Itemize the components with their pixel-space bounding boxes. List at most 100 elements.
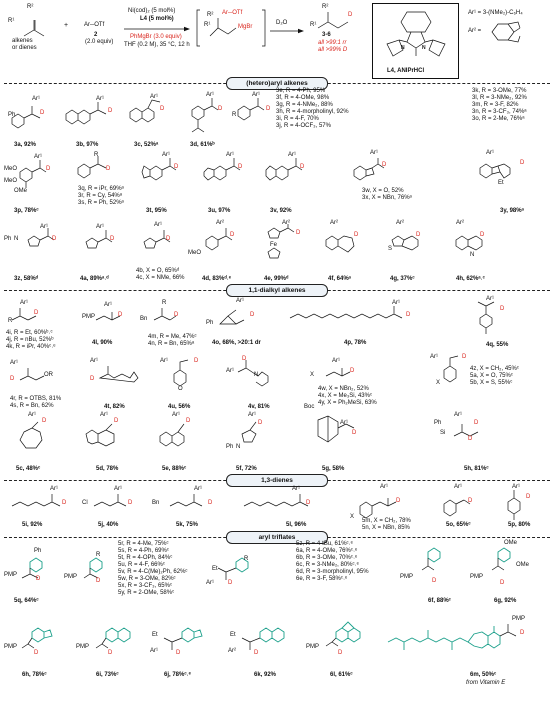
- structure-6g: [491, 547, 511, 571]
- d-4z: D: [462, 354, 467, 360]
- list-4r-4s: 4r, R = OTBS, 81% 4s, R = Bn, 62%: [10, 396, 61, 410]
- ph-5f: Ph: [226, 444, 234, 450]
- reagent-label-2: or dienes: [12, 45, 37, 51]
- section-title-dienes: 1,3-dienes: [226, 474, 328, 487]
- list-item: 6e, R = 3-F, 58%ᶜ˒ᵉ: [296, 576, 348, 582]
- d-3y: D: [520, 160, 525, 166]
- caption-5d: 5d, 78%: [96, 466, 119, 472]
- d-4a: D: [110, 236, 115, 242]
- ar2-4f: Ar²: [330, 220, 338, 226]
- caption-4u: 4u, 56%: [168, 404, 191, 410]
- ph-5h: Ph: [434, 420, 442, 426]
- ar1-3p: Ar¹: [34, 154, 42, 160]
- r-5z: R: [244, 556, 249, 562]
- ar1-definition: Ar¹ = 3-(NMe₂)-C₆H₄: [468, 10, 523, 16]
- d-4q: D: [500, 306, 505, 312]
- list-item: 6b, R = 3-OMe, 70%ᶜ˒ᵉ: [296, 555, 358, 561]
- d-4l: D: [118, 312, 123, 318]
- aryl-triflate: Ar─OTf: [84, 22, 105, 28]
- d-6k: D: [254, 650, 259, 656]
- list-item: 4z, X = CH₂, 45%ᶜ: [470, 366, 519, 372]
- caption-3p: 3p, 78%ᶜ: [14, 208, 39, 214]
- o-4u: O: [178, 386, 183, 392]
- list-item: 4b, X = O, 65%ᵈ: [136, 268, 180, 274]
- d-5g: D: [352, 430, 357, 436]
- list-3k-3o: 3k, R = 3-OMe, 77% 3l, R = 3-NMe₂, 92% 3…: [472, 88, 527, 123]
- ar1-5o: Ar¹: [454, 484, 462, 490]
- structure-4o: [219, 309, 245, 325]
- section-title-dialkyl-alkenes: 1,1-dialkyl alkenes: [226, 284, 328, 297]
- et-3y: Et: [498, 180, 504, 186]
- d-6l: D: [338, 650, 343, 656]
- d-5l: D: [306, 500, 311, 506]
- ar1-5m: Ar¹: [380, 484, 388, 490]
- ar1-3a: Ar¹: [32, 96, 40, 102]
- bn-4m: Bn: [140, 316, 148, 322]
- plus-sign: +: [64, 22, 69, 29]
- d-4m: D: [174, 312, 179, 318]
- et-5z: Et: [212, 566, 218, 572]
- structure-4t: [98, 366, 139, 383]
- structure-4l: [95, 312, 121, 321]
- ar1-5p: Ar¹: [512, 484, 520, 490]
- structure-5q: [21, 557, 43, 579]
- ar1-5f: Ar¹: [248, 412, 256, 418]
- list-item: 5y, R = 2-OMe, 58%ᶜ: [118, 590, 175, 596]
- d-3e: D: [266, 106, 271, 112]
- list-4b-4c: 4b, X = O, 65%ᵈ 4c, X = NMe, 66%: [136, 268, 185, 282]
- caption-4t: 4t, 82%: [104, 404, 125, 410]
- int-r1: R¹: [204, 22, 211, 28]
- x-5m: X: [350, 514, 355, 520]
- d-5o: D: [468, 498, 473, 504]
- ar2-6k: Ar²: [228, 648, 236, 654]
- n-4v: N: [254, 372, 259, 378]
- ar1-4z: Ar¹: [430, 354, 438, 360]
- structure-5k: [169, 494, 203, 507]
- list-item: 3i, R = 4-F, 70%: [276, 116, 319, 122]
- d-6j: D: [176, 650, 181, 656]
- pmp-6f: PMP: [400, 574, 414, 580]
- caption-4d: 4d, 83%ᵈ˒ᵉ: [202, 276, 231, 282]
- caption-5g: 5g, 58%: [322, 466, 345, 472]
- bn-5k: Bn: [152, 500, 160, 506]
- cond-2: L4 (5 mol%): [140, 16, 174, 22]
- d-3t: D: [174, 164, 179, 170]
- structure-3c: [129, 99, 161, 123]
- pmp-6i: PMP: [76, 644, 90, 650]
- d-5f: D: [258, 420, 263, 426]
- d-4w: D: [350, 368, 355, 374]
- section-title-aryl-alkenes: (hetero)aryl alkenes: [226, 77, 328, 90]
- ligand-name: L4, ANIPrHCl: [387, 68, 425, 74]
- ar1-5h: Ar¹: [454, 412, 462, 418]
- ar1-4a: Ar¹: [96, 224, 104, 230]
- structure-6i: [95, 627, 131, 649]
- ar1-4t: Ar¹: [90, 358, 98, 364]
- ar1-3v: Ar¹: [288, 152, 296, 158]
- pmp-6l: PMP: [306, 644, 320, 650]
- structure-4u: [173, 359, 189, 387]
- d-6i: D: [108, 650, 113, 656]
- ar1-4p: Ar¹: [392, 300, 400, 306]
- list-item: 6c, R = 3-NMe₂, 80%ᶜ˒ᵉ: [296, 562, 359, 568]
- caption-5f: 5f, 72%: [236, 466, 257, 472]
- ar1-5e: Ar¹: [172, 412, 180, 418]
- cond-3: PhMgBr (3.0 equiv): [130, 34, 182, 40]
- list-4i-4k: 4i, R = Et, 60%ᵇ˒ᶜ 4j, R = nBu, 52%ᵇ 4k,…: [6, 330, 56, 351]
- list-item: 5a, X = O, 75%ᶜ: [470, 373, 513, 379]
- d-6h: D: [34, 650, 39, 656]
- list-3e-3j: 3e, R = 4-Ph, 95% 3f, R = 4-OMe, 98% 3g,…: [276, 88, 349, 130]
- d-6m: D: [520, 630, 525, 636]
- structure-3z: [27, 228, 55, 247]
- r-4m: R: [162, 300, 167, 306]
- list-item: 3h, R = 4-morpholinyl, 92%: [276, 109, 349, 115]
- caption-6k: 6k, 92%: [254, 672, 277, 678]
- ar1-4r: Ar¹: [10, 360, 18, 366]
- ar1-3z: Ar¹: [40, 224, 48, 230]
- list-item: 4n, R = Bn, 65%ᵃ: [148, 341, 195, 347]
- meo-4d: MeO: [188, 250, 202, 256]
- ome-3p: OMe: [14, 188, 28, 194]
- d-5p: D: [526, 494, 531, 500]
- list-item: 5w, R = 3-OMe, 82%ᶜ: [118, 576, 176, 582]
- d-3w: D: [382, 162, 387, 168]
- d-5i: D: [62, 500, 67, 506]
